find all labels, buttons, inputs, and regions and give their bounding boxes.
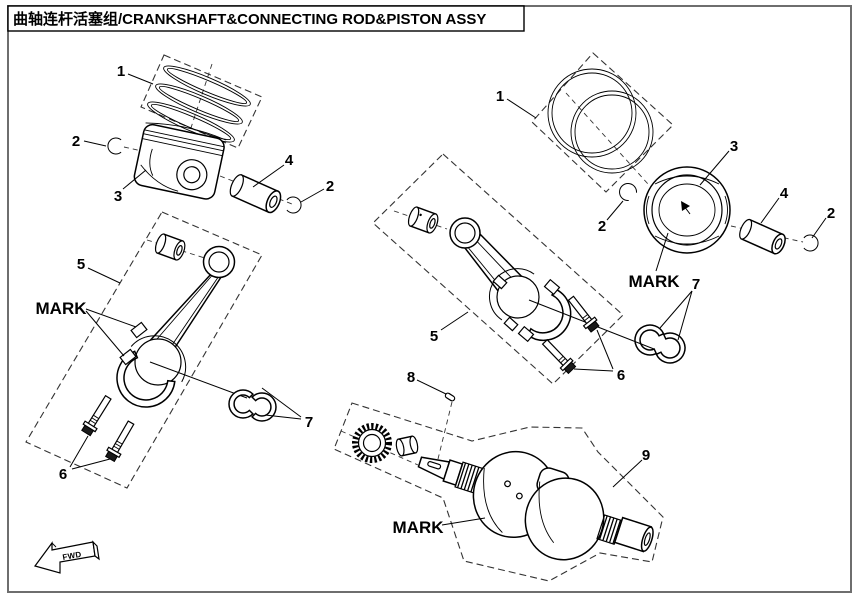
callout-6-right: 6 [617, 367, 625, 384]
right-conrod-box [372, 153, 624, 385]
callout-2-right-a: 2 [598, 218, 606, 235]
left-smallend-bushing [154, 233, 186, 261]
callout-5-left: 5 [77, 256, 85, 273]
callout-7-left: 7 [305, 414, 313, 431]
callout-1-right: 1 [496, 88, 504, 105]
callout-8: 8 [407, 369, 415, 386]
callouts: 1 2 3 4 2 5 MARK 6 7 1 2 3 4 2 5 MARK 7 … [36, 63, 836, 537]
left-rod-cap [116, 350, 176, 408]
mark-label-right: MARK [629, 272, 681, 291]
left-rod-mark-tab-lower [119, 348, 137, 366]
callout-1-left: 1 [117, 63, 125, 80]
right-circlip-right [803, 234, 819, 252]
piston-direction-mark [681, 201, 691, 215]
leader-lines [69, 73, 827, 526]
callout-2-left-b: 2 [326, 178, 334, 195]
callout-4-right: 4 [780, 185, 789, 202]
left-piston-pin [229, 173, 282, 214]
page-title: 曲轴连杆活塞组/CRANKSHAFT&CONNECTING ROD&PISTON… [13, 10, 486, 28]
page-border [7, 5, 852, 593]
right-rod-cap [517, 278, 572, 343]
right-smallend-bushing [407, 206, 439, 234]
callout-3-left: 3 [114, 188, 122, 205]
title-block: 曲轴连杆活塞组/CRANKSHAFT&CONNECTING ROD&PISTON… [7, 5, 525, 32]
right-bearing-shells [634, 324, 686, 364]
right-piston [643, 166, 731, 254]
right-connecting-rod [449, 217, 540, 332]
crankshaft-group [333, 392, 664, 582]
callout-3-right: 3 [730, 138, 738, 155]
left-rod-mark-tab-upper [130, 321, 148, 339]
callout-9: 9 [642, 447, 650, 464]
right-rod-bolt-1 [567, 295, 600, 333]
left-circlip-left [107, 137, 122, 155]
left-circlip-right [286, 196, 302, 214]
right-conrod-group [372, 153, 655, 385]
fwd-label: FWD [62, 550, 82, 562]
mark-label-left: MARK [36, 299, 88, 318]
left-conrod-box [25, 211, 263, 489]
left-rod-bolt-1 [81, 394, 112, 437]
crankshaft [417, 450, 654, 561]
left-connecting-rod [116, 245, 236, 408]
right-piston-group [531, 52, 819, 364]
right-piston-pin [739, 218, 786, 255]
left-conrod-group [25, 211, 277, 489]
right-circlip-left [619, 183, 638, 202]
left-piston-rings-box [140, 54, 263, 149]
right-piston-rings-box [531, 52, 674, 193]
callout-7-right: 7 [692, 276, 700, 293]
left-piston-rings [147, 65, 251, 143]
spacer-cylinder [395, 435, 419, 457]
title-box [7, 5, 525, 32]
callout-6-left: 6 [59, 466, 67, 483]
left-piston [133, 122, 226, 200]
left-rod-bolt-2 [104, 420, 135, 463]
fwd-arrow-icon: FWD [34, 540, 100, 574]
callout-5-right: 5 [430, 328, 438, 345]
right-piston-rings [547, 68, 654, 174]
mark-label-crank: MARK [393, 518, 445, 537]
callout-4-left: 4 [285, 152, 294, 169]
left-bearing-shells [228, 389, 277, 422]
left-piston-group [107, 54, 302, 214]
timing-gear [352, 423, 392, 463]
callout-2-left-a: 2 [72, 133, 80, 150]
callout-2-right-b: 2 [827, 205, 835, 222]
right-rod-bolt-2 [541, 338, 577, 375]
